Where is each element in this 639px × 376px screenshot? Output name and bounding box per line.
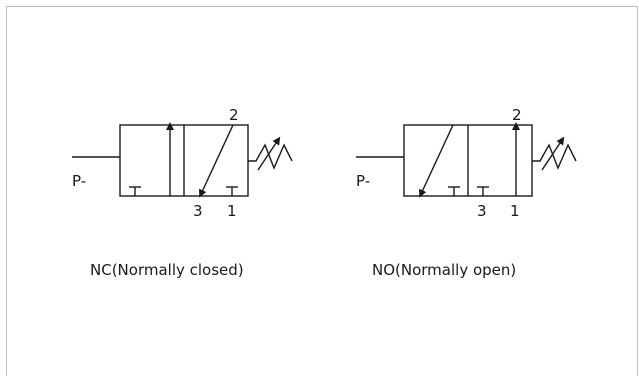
nc-port-2-label: 2 bbox=[229, 106, 239, 124]
no-caption: NO(Normally open) bbox=[372, 261, 516, 279]
nc-spring bbox=[248, 143, 293, 170]
no-pilot-label: P- bbox=[356, 172, 370, 190]
no-left-blocked-port bbox=[448, 186, 460, 196]
no-right-blocked-port bbox=[477, 186, 489, 196]
nc-spring-adjust-arrow bbox=[257, 136, 281, 171]
no-port-3-label: 3 bbox=[477, 202, 487, 220]
nc-left-blocked-port bbox=[129, 186, 141, 196]
nc-right-flow-arrow bbox=[199, 124, 234, 198]
nc-port-1-label: 1 bbox=[227, 202, 237, 220]
figure-frame bbox=[6, 6, 638, 376]
nc-right-blocked-port bbox=[226, 186, 238, 196]
nc-port-3-label: 3 bbox=[193, 202, 203, 220]
no-port-1-label: 1 bbox=[510, 202, 520, 220]
nc-pilot-label: P- bbox=[72, 172, 86, 190]
no-left-flow-arrow bbox=[419, 124, 454, 198]
no-spring-adjust-arrow bbox=[541, 136, 565, 171]
no-valve-symbol: P- 2 3 1 NO(Normally open) bbox=[356, 106, 577, 279]
no-spring bbox=[532, 143, 577, 170]
nc-caption: NC(Normally closed) bbox=[90, 261, 244, 279]
nc-valve-symbol: P- 2 3 1 NC(Normally closed) bbox=[72, 106, 293, 279]
no-port-2-label: 2 bbox=[512, 106, 522, 124]
